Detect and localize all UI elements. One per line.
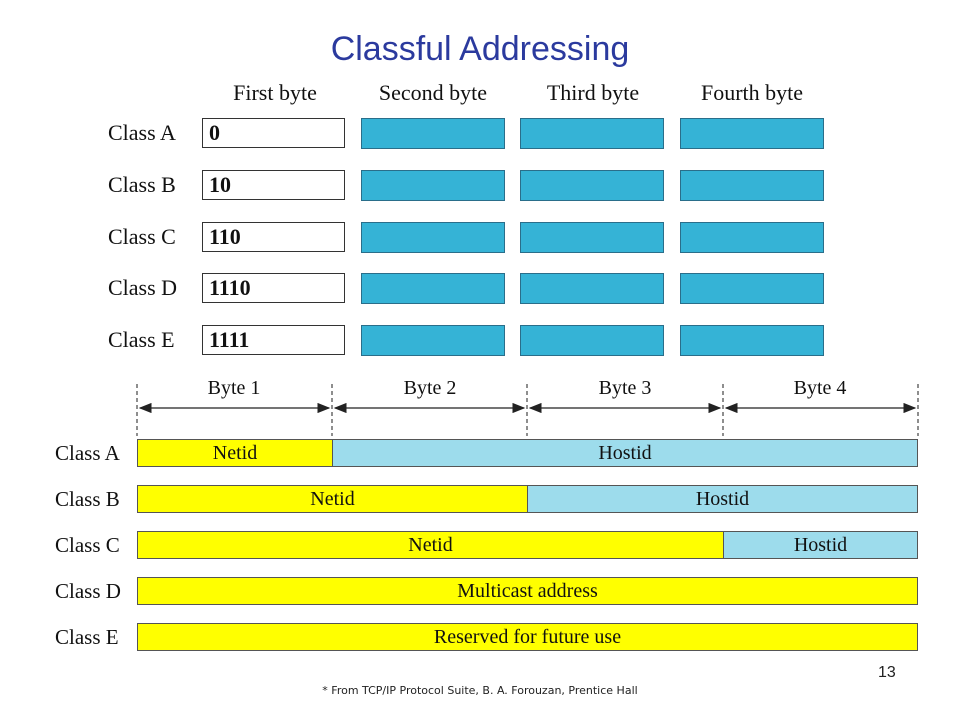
byte-box [680,325,824,356]
page-number: 13 [878,664,896,681]
byte-box [520,273,664,304]
slide-title: Classful Addressing [330,30,630,68]
byte-box [680,118,824,149]
bar-class-label: Class C [55,533,120,557]
bar-class-label: Class D [55,579,121,603]
bar-class-label: Class E [55,625,119,649]
byte-label-3: Byte 3 [598,377,652,399]
hostid-segment: Hostid [527,485,918,513]
byte-label-2: Byte 2 [403,377,457,399]
byte-box [520,170,664,201]
byte-box [361,222,505,253]
class-label: Class D [108,275,178,300]
byte-header-second: Second byte [378,80,488,105]
byte-label-4: Byte 4 [793,377,847,399]
byte-box [680,170,824,201]
byte-label-1: Byte 1 [207,377,261,399]
bar-class-label: Class B [55,487,120,511]
prefix-box: 110 [202,222,345,252]
reserved-segment: Reserved for future use [137,623,918,651]
bar-class-label: Class A [55,441,120,465]
class-label: Class E [108,327,175,352]
hostid-segment: Hostid [723,531,918,559]
prefix-box: 10 [202,170,345,200]
class-label: Class C [108,224,176,249]
hostid-segment: Hostid [332,439,918,467]
byte-header-third: Third byte [546,80,640,105]
byte-box [680,273,824,304]
netid-segment: Netid [137,485,528,513]
class-label: Class B [108,172,176,197]
byte-box [361,325,505,356]
netid-segment: Netid [137,531,724,559]
multicast-segment: Multicast address [137,577,918,605]
byte-box [361,118,505,149]
byte-box [520,118,664,149]
byte-header-first: First byte [233,80,317,105]
byte-box [520,325,664,356]
byte-box [680,222,824,253]
byte-box [520,222,664,253]
prefix-box: 1110 [202,273,345,303]
byte-header-fourth: Fourth byte [700,80,804,105]
class-label: Class A [108,120,176,145]
byte-box [361,170,505,201]
source-footnote: * From TCP/IP Protocol Suite, B. A. Foro… [322,684,638,697]
prefix-box: 1111 [202,325,345,355]
prefix-box: 0 [202,118,345,148]
netid-segment: Netid [137,439,333,467]
byte-box [361,273,505,304]
